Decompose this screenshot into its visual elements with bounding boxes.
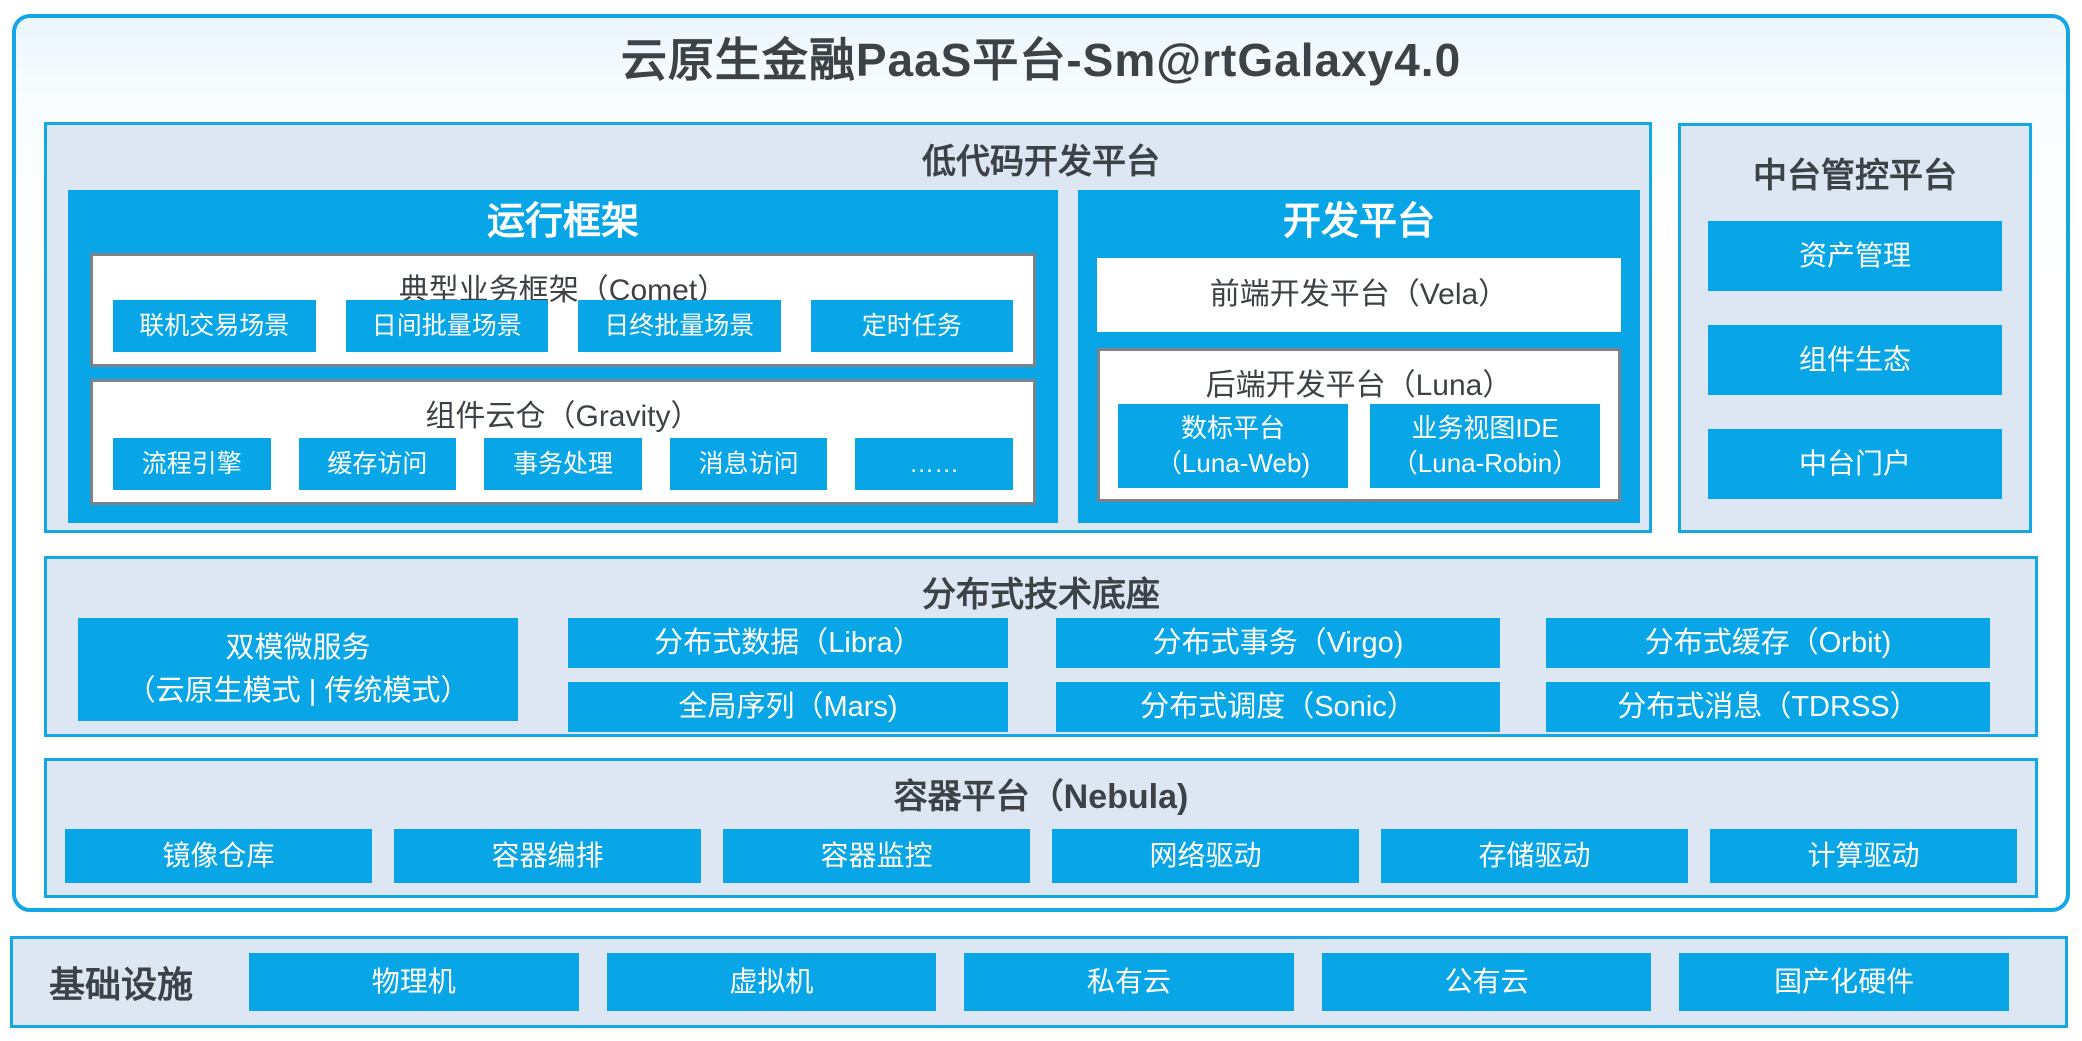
gravity-warehouse-title: 组件云仓（Gravity） [425,400,701,433]
lowcode-platform-title: 低代码开发平台 [922,143,1160,181]
luna-chip-row: 数标平台 （Luna-Web) 业务视图IDE （Luna-Robin） [1118,404,1600,488]
infrastructure-bar: 基础设施 物理机 虚拟机 私有云 公有云 国产化硬件 [10,936,2068,1028]
public-cloud-chip: 公有云 [1321,953,1652,1011]
comet-framework-box: 典型业务框架（Comet） 联机交易场景 日间批量场景 日终批量场景 定时任务 [90,253,1036,367]
distributed-base-title: 分布式技术底座 [922,576,1160,614]
storage-driver-chip: 存储驱动 [1381,829,1688,883]
luna-web-chip-line1: 数标平台 [1180,412,1285,443]
domestic-hardware-chip: 国产化硬件 [1679,953,2009,1011]
page-title: 云原生金融PaaS平台-Sm@rtGalaxy4.0 [620,34,1462,86]
gravity-chip-more: …… [855,438,1013,490]
compute-driver-chip: 计算驱动 [1710,829,2017,883]
luna-web-chip-line2: （Luna-Web) [1155,448,1311,478]
distributed-scheduling-chip: 分布式调度（Sonic） [1056,682,1500,732]
gravity-chip-transaction: 事务处理 [484,438,642,490]
container-platform-title: 容器平台（Nebula) [893,778,1189,816]
container-platform-section: 镜像仓库 容器编排 容器监控 网络驱动 存储驱动 计算驱动 [44,758,2038,898]
container-orchestration-chip: 容器编排 [394,829,701,883]
distributed-base-section: 双模微服务 （云原生模式 | 传统模式） 分布式数据（Libra） 全局序列（M… [44,556,2038,737]
physical-machine-chip: 物理机 [249,953,579,1011]
governance-title: 中台管控平台 [1753,157,1957,195]
gravity-chip-message-access: 消息访问 [669,438,828,490]
comet-chip-online-trade: 联机交易场景 [113,300,316,352]
dev-platform-title: 开发平台 [1282,201,1435,243]
governance-item-asset-mgmt: 资产管理 [1708,221,2002,291]
luna-web-chip: 数标平台 （Luna-Web) [1118,404,1348,488]
gravity-chip-process-engine: 流程引擎 [113,438,271,490]
comet-chip-eod-batch: 日终批量场景 [578,300,781,352]
comet-chip-daytime-batch: 日间批量场景 [345,300,548,352]
distributed-cache-chip: 分布式缓存（Orbit) [1546,618,1990,668]
luna-robin-chip: 业务视图IDE （Luna-Robin） [1370,404,1600,488]
distributed-message-chip: 分布式消息（TDRSS） [1546,682,1990,732]
distributed-data-chip: 分布式数据（Libra） [568,618,1008,668]
virtual-machine-chip: 虚拟机 [606,953,937,1011]
container-monitoring-chip: 容器监控 [723,829,1030,883]
distributed-transaction-chip: 分布式事务（Virgo) [1056,618,1500,668]
infrastructure-title: 基础设施 [49,964,194,1005]
gravity-chip-row: 流程引擎 缓存访问 事务处理 消息访问 …… [113,438,1013,490]
luna-robin-chip-line1: 业务视图IDE [1411,412,1559,443]
luna-backend-title: 后端开发平台（Luna） [1205,369,1513,402]
governance-section: 中台管控平台 资产管理 组件生态 中台门户 [1678,123,2032,533]
gravity-warehouse-box: 组件云仓（Gravity） 流程引擎 缓存访问 事务处理 消息访问 …… [90,379,1036,505]
governance-item-portal: 中台门户 [1708,429,2002,499]
luna-backend-box: 后端开发平台（Luna） 数标平台 （Luna-Web) 业务视图IDE （Lu… [1097,348,1621,502]
network-driver-chip: 网络驱动 [1052,829,1359,883]
private-cloud-chip: 私有云 [964,953,1294,1011]
container-chip-row: 镜像仓库 容器编排 容器监控 网络驱动 存储驱动 计算驱动 [65,829,2017,883]
dual-mode-line1: 双模微服务 [225,632,371,665]
global-sequence-chip: 全局序列（Mars) [568,682,1008,732]
comet-chip-scheduled-task: 定时任务 [810,300,1013,352]
image-registry-chip: 镜像仓库 [65,829,372,883]
runtime-framework-title: 运行框架 [486,201,639,243]
vela-frontend-box: 前端开发平台（Vela） [1097,258,1621,332]
governance-item-component-eco: 组件生态 [1708,325,2002,395]
luna-robin-chip-line2: （Luna-Robin） [1391,448,1579,478]
dev-platform-panel: 开发平台 前端开发平台（Vela） 后端开发平台（Luna） 数标平台 （Lun… [1078,190,1640,523]
runtime-framework-panel: 运行框架 典型业务框架（Comet） 联机交易场景 日间批量场景 日终批量场景 … [68,190,1058,523]
comet-chip-row: 联机交易场景 日间批量场景 日终批量场景 定时任务 [113,300,1013,352]
gravity-chip-cache-access: 缓存访问 [298,438,457,490]
dual-mode-microservice-block: 双模微服务 （云原生模式 | 传统模式） [78,618,518,721]
dual-mode-line2: （云原生模式 | 传统模式） [126,674,470,707]
